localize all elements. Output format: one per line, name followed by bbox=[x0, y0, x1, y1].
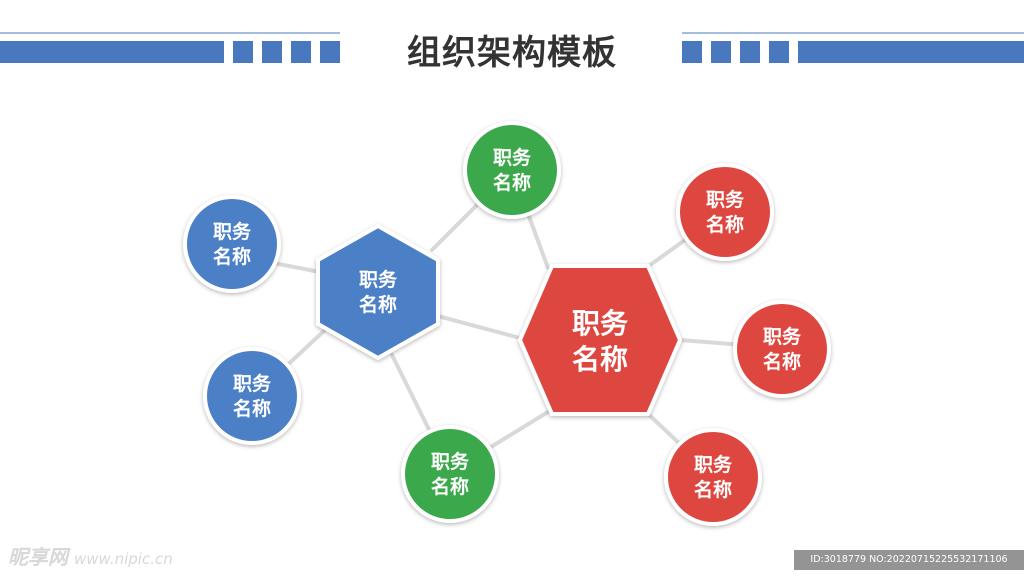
header-left-square-1 bbox=[233, 41, 253, 63]
circle-red-upper bbox=[676, 163, 774, 261]
header-right-square-3 bbox=[740, 41, 760, 63]
circle-red-middle bbox=[733, 300, 831, 398]
circle-blue-upper-line2: 名称 bbox=[213, 245, 251, 268]
circle-red-lower-line2: 名称 bbox=[694, 478, 732, 501]
circle-node-blue-upper[interactable]: 职务 名称 bbox=[183, 195, 281, 293]
circle-blue-lower-line2: 名称 bbox=[233, 397, 271, 420]
header-right-square-4 bbox=[769, 41, 789, 63]
hub-node[interactable]: 职务 名称 bbox=[316, 223, 440, 361]
image-id-bar: ID:3018779 NO:20220715225532171106 bbox=[794, 550, 1024, 570]
circle-node-green-top[interactable]: 职务 名称 bbox=[463, 121, 561, 219]
circle-green-bottom-line2: 名称 bbox=[431, 475, 469, 498]
center-node[interactable]: 职务 名称 bbox=[517, 264, 683, 416]
circle-red-lower-line1: 职务 bbox=[694, 453, 733, 476]
circle-green-bottom-line1: 职务 bbox=[431, 450, 470, 473]
page-title: 组织架构模板 bbox=[407, 34, 617, 72]
header-left-square-3 bbox=[291, 41, 311, 63]
header-right-square-2 bbox=[711, 41, 731, 63]
hub-hexagon bbox=[316, 223, 440, 361]
watermark-url: www.nipic.cn bbox=[74, 550, 173, 568]
circle-green-bottom bbox=[401, 425, 499, 523]
header-right-long-bar bbox=[798, 41, 1024, 63]
circle-node-green-bottom[interactable]: 职务 名称 bbox=[401, 425, 499, 523]
center-hexagon bbox=[517, 264, 683, 416]
circle-node-red-upper[interactable]: 职务 名称 bbox=[676, 163, 774, 261]
circle-blue-upper-line1: 职务 bbox=[213, 220, 252, 243]
center-node-line1: 职务 bbox=[572, 307, 628, 340]
hub-node-line1: 职务 bbox=[359, 268, 398, 291]
watermark-brand: 昵享网 www.nipic.cn bbox=[8, 541, 173, 570]
circle-red-middle-line1: 职务 bbox=[763, 325, 802, 348]
circle-green-top-line1: 职务 bbox=[493, 146, 532, 169]
header-decoration bbox=[0, 32, 1024, 63]
circle-red-upper-line2: 名称 bbox=[706, 213, 744, 236]
center-node-line2: 名称 bbox=[572, 343, 628, 376]
circle-blue-lower-line1: 职务 bbox=[233, 372, 272, 395]
header-left-long-bar bbox=[0, 41, 224, 63]
circle-green-top bbox=[463, 121, 561, 219]
header-right-square-1 bbox=[682, 41, 702, 63]
circle-green-top-line2: 名称 bbox=[493, 171, 531, 194]
header-left-square-4 bbox=[320, 41, 340, 63]
watermark-brand-text: 昵享网 bbox=[8, 545, 68, 569]
circle-node-red-lower[interactable]: 职务 名称 bbox=[664, 428, 762, 526]
circle-node-blue-lower[interactable]: 职务 名称 bbox=[203, 347, 301, 445]
header-left-square-2 bbox=[262, 41, 282, 63]
circle-red-lower bbox=[664, 428, 762, 526]
circle-red-middle-line2: 名称 bbox=[763, 350, 801, 373]
circle-blue-upper bbox=[183, 195, 281, 293]
hub-node-line2: 名称 bbox=[359, 293, 397, 316]
circle-blue-lower bbox=[203, 347, 301, 445]
circle-red-upper-line1: 职务 bbox=[706, 188, 745, 211]
circle-node-red-middle[interactable]: 职务 名称 bbox=[733, 300, 831, 398]
